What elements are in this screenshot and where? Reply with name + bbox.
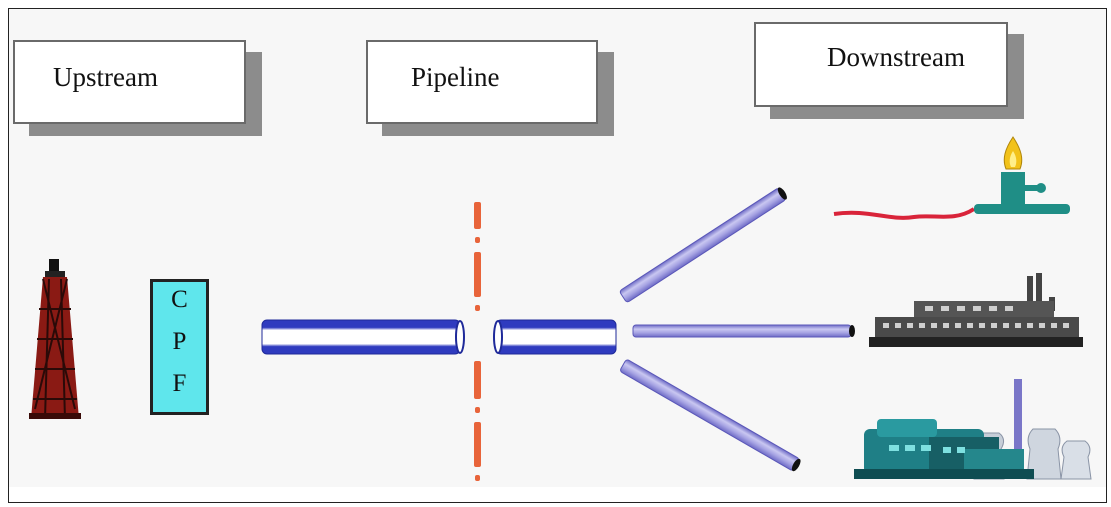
oil-derrick-icon bbox=[29, 259, 81, 420]
cpf-box: C P F bbox=[150, 279, 209, 415]
pipeline-box: Pipeline bbox=[366, 40, 598, 124]
factory-icon bbox=[869, 273, 1083, 347]
upstream-box: Upstream bbox=[13, 40, 246, 124]
cpf-letter-c: C bbox=[171, 286, 188, 313]
branch-pipe-lower bbox=[620, 359, 801, 472]
main-pipeline-downstream bbox=[493, 319, 617, 355]
cpf-letter-p: P bbox=[172, 328, 187, 355]
upstream-label: Upstream bbox=[53, 62, 158, 92]
diagram-artwork bbox=[29, 136, 1092, 481]
branch-pipe-upper bbox=[619, 187, 787, 303]
boundary-line bbox=[474, 202, 481, 481]
cpf-letter-f: F bbox=[172, 370, 187, 397]
power-plant-icon bbox=[854, 379, 1092, 480]
downstream-box: Downstream bbox=[754, 22, 1008, 107]
gas-flare-icon bbox=[833, 136, 1070, 220]
downstream-label: Downstream bbox=[827, 42, 965, 72]
diagram-frame: Upstream Pipeline Downstream C P F bbox=[8, 8, 1107, 503]
branch-pipe-middle bbox=[632, 324, 855, 338]
pipeline-label: Pipeline bbox=[411, 62, 500, 92]
diagram-canvas: Upstream Pipeline Downstream C P F bbox=[9, 9, 1106, 487]
main-pipeline-upstream bbox=[261, 319, 465, 355]
